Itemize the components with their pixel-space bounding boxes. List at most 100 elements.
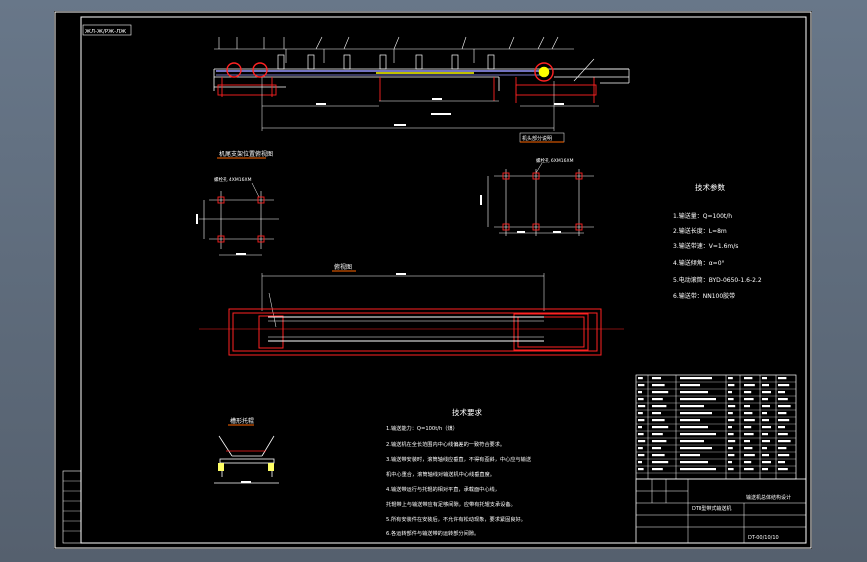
sheet-inner-border — [80, 16, 807, 544]
bom-cell-text — [778, 412, 787, 415]
stand-bolt-holes — [217, 196, 265, 243]
plan-belt — [268, 316, 544, 342]
bom-cell-text — [680, 454, 700, 457]
head-stand-plan[interactable]: 螺栓孔 6XM16XM — [480, 157, 594, 236]
tail-pulley-2[interactable] — [252, 62, 268, 78]
bom-cell-text — [744, 454, 755, 457]
note-tag: 机头部分说明 — [519, 132, 565, 143]
dimension-lines — [261, 77, 599, 131]
bom-cell-text — [744, 426, 752, 429]
bom-cell-text — [762, 419, 769, 422]
dimension-values — [316, 98, 564, 126]
bom-cell-text — [778, 433, 788, 436]
tech-param-4: 4.输送倾角：α=0° — [673, 259, 725, 267]
bom-cell-text — [638, 398, 644, 401]
bom-cell-text — [778, 377, 787, 380]
tail-pulley-1[interactable] — [226, 62, 242, 78]
bom-cell-text — [762, 468, 768, 471]
bom-cell-text — [778, 426, 785, 429]
head-bolt-holes — [502, 172, 583, 231]
tech-param-5: 5.电动滚筒：BYD-0650-1.6-2.2 — [673, 276, 762, 284]
bom-cell-text — [680, 377, 712, 380]
bom-cell-text — [762, 447, 767, 450]
bom-cell-text — [762, 398, 768, 401]
bom-cell-text — [728, 461, 732, 464]
stand-view-title: 机尾支架位置俯视图 — [219, 150, 273, 158]
tech-req-8: 6.各运转部件与输送带的运转部分间隙。 — [386, 529, 479, 537]
bom-cell-text — [744, 447, 753, 450]
bom-cell-text — [652, 391, 669, 394]
trough-idler-section[interactable]: 槽形托辊 — [214, 417, 279, 484]
tech-req-2: 2.输送机在全长范围内中心线偏差的一致符合要求。 — [386, 440, 505, 448]
bom-cell-text — [762, 461, 771, 464]
hole-label-right: 螺栓孔 6XM16XM — [536, 157, 574, 164]
bom-cell-text — [638, 419, 645, 422]
svg-text:机头部分说明: 机头部分说明 — [522, 135, 552, 142]
drawing-sheet[interactable] — [54, 11, 812, 549]
bom-cell-text — [744, 384, 755, 387]
bom-cell-text — [762, 391, 771, 394]
bom-cell-text — [638, 440, 646, 443]
bom-cell-text — [762, 440, 770, 443]
bom-cell-text — [744, 461, 752, 464]
plan-view-title: 俯视图 — [334, 263, 352, 271]
bom-cell-text — [778, 405, 791, 408]
bom-cell-text — [744, 405, 750, 408]
bom-cell-text — [652, 461, 669, 464]
bom-cell-text — [680, 440, 704, 443]
bill-of-materials[interactable] — [635, 374, 797, 480]
bom-cell-text — [638, 405, 646, 408]
bom-cell-text — [728, 391, 732, 394]
bom-cell-text — [680, 391, 708, 394]
bom-cell-text — [778, 468, 788, 471]
cad-drawing[interactable]: ЖЛ-Ж/РЖ-ЛЖ — [54, 11, 812, 549]
tech-param-2: 2.输送长度：L=8m — [673, 227, 727, 235]
bom-cell-text — [638, 468, 644, 471]
bom-cell-text — [652, 440, 667, 443]
bom-cell-text — [652, 419, 665, 422]
bom-cell-text — [680, 468, 716, 471]
bom-cell-text — [680, 433, 716, 436]
elevation-view[interactable]: 机头部分说明 — [213, 36, 630, 143]
bom-cell-text — [638, 384, 645, 387]
tech-req-1: 1.输送能力：Q=100t/h（煤） — [386, 424, 458, 432]
bom-cell-text — [778, 384, 790, 387]
bom-cell-text — [680, 447, 712, 450]
bom-cell-text — [744, 419, 755, 422]
revision-box — [62, 470, 82, 544]
bom-cell-text — [762, 405, 770, 408]
bom-cell-text — [744, 468, 754, 471]
bom-cell-text — [728, 398, 734, 401]
bom-cell-text — [778, 447, 787, 450]
bom-cell-text — [680, 398, 716, 401]
tail-stand-plan[interactable]: 机尾支架位置俯视图 螺栓孔 4XM16XM — [196, 150, 279, 256]
bom-cell-text — [680, 426, 708, 429]
bom-cell-text — [728, 426, 732, 429]
bom-cell-text — [778, 454, 790, 457]
bom-cell-text — [744, 391, 752, 394]
bom-cell-text — [638, 412, 643, 415]
title-project: DTⅡ型带式输送机 — [692, 505, 731, 512]
head-extension — [554, 68, 630, 84]
bom-cell-text — [728, 405, 736, 408]
bom-cell-text — [652, 384, 665, 387]
bom-cell-text — [744, 433, 754, 436]
plan-frame — [228, 308, 602, 356]
tech-req-6: 托辊带上与输送带应有足够间隙，应带有托辊支承设备。 — [386, 500, 516, 508]
conveyor-plan-view[interactable]: 俯视图 — [199, 263, 624, 356]
drive-drum[interactable] — [534, 62, 554, 82]
idler-title: 槽形托辊 — [230, 417, 254, 425]
bom-cell-text — [652, 426, 669, 429]
title-company: 输送机总体结构设计 — [746, 494, 791, 501]
bom-cell-text — [778, 419, 790, 422]
title-drawing-no: DT-00/10/10 — [748, 535, 779, 541]
tech-req-7: 5.所有安装件在安装后，不允许有松动现象，要求紧固良好。 — [386, 515, 526, 523]
bom-cell-text — [680, 419, 700, 422]
bom-cell-text — [638, 377, 643, 380]
tech-req-title: 技术要求 — [452, 407, 482, 417]
hole-label-left: 螺栓孔 4XM16XM — [214, 176, 252, 183]
idler-row — [277, 54, 495, 70]
title-block[interactable]: DTⅡ型带式输送机 输送机总体结构设计 DT-00/10/10 — [635, 478, 807, 544]
bom-cell-text — [728, 412, 733, 415]
bom-cell-text — [778, 461, 785, 464]
